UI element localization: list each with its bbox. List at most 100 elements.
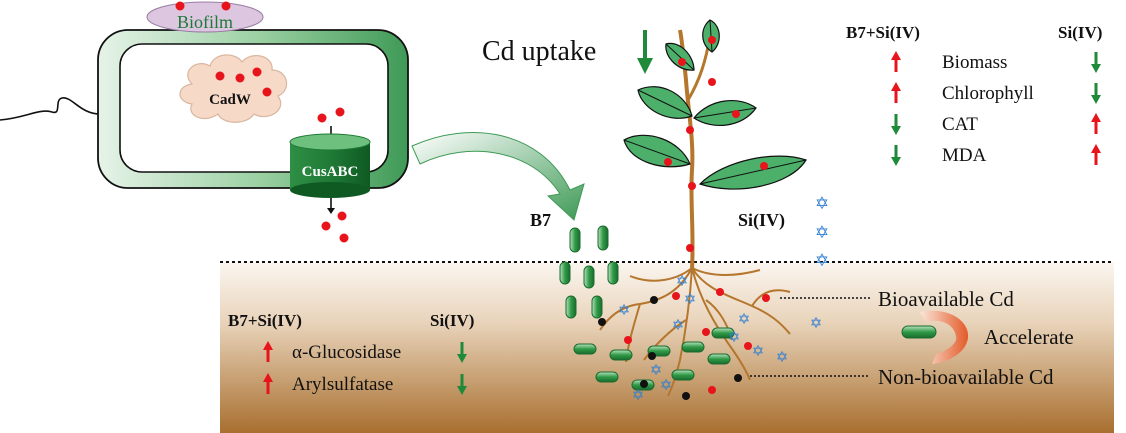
cd-dot bbox=[262, 87, 272, 97]
bacteria-rod bbox=[711, 327, 735, 339]
leaf bbox=[665, 42, 695, 71]
plant-indicator-label: Chlorophyll bbox=[942, 83, 1034, 104]
non-bioavailable-dot bbox=[682, 392, 690, 400]
cd-dot bbox=[337, 211, 347, 221]
cusabc-label: CusABC bbox=[302, 164, 359, 180]
row-right-up-arrow-icon bbox=[1091, 113, 1101, 134]
leaf bbox=[698, 155, 807, 190]
b7-label: B7 bbox=[530, 210, 551, 230]
cd-dot bbox=[744, 342, 752, 350]
cd-dot bbox=[624, 336, 632, 344]
bacteria-rod bbox=[707, 353, 731, 365]
bacteria-rod bbox=[569, 227, 581, 253]
leaf bbox=[637, 86, 693, 119]
cd-dot bbox=[686, 244, 694, 252]
cd-dot bbox=[708, 36, 716, 44]
cd-dot bbox=[708, 78, 716, 86]
leaf bbox=[693, 100, 757, 126]
transfer-curved-arrow bbox=[411, 132, 585, 221]
non-bioavailable-dot bbox=[650, 296, 658, 304]
row-left-down-arrow-icon bbox=[891, 114, 901, 135]
row-left-up-arrow-icon bbox=[263, 373, 273, 394]
row-left-up-arrow-icon bbox=[263, 341, 273, 362]
si-star-icon: ✡ bbox=[752, 342, 765, 360]
cadw-cloud bbox=[179, 54, 288, 123]
cd-dot bbox=[762, 294, 770, 302]
flagellum bbox=[0, 97, 101, 121]
cd-uptake-down-arrow bbox=[637, 30, 653, 74]
cd-dot bbox=[678, 58, 686, 66]
accelerate-label: Accelerate bbox=[984, 325, 1074, 349]
cd-dot bbox=[664, 158, 672, 166]
cd-dot bbox=[716, 288, 724, 296]
plant-table-header-left: B7+Si(IV) bbox=[846, 23, 920, 42]
si-star-icon: ✡ bbox=[650, 361, 663, 379]
soil-enzyme-table: B7+Si(IV) Si(IV) α-GlucosidaseArylsulfat… bbox=[228, 311, 474, 395]
bacteria-rod bbox=[607, 261, 619, 285]
non-bioavailable-dot bbox=[598, 318, 606, 326]
soil-table-header-left: B7+Si(IV) bbox=[228, 311, 302, 330]
row-right-down-arrow-icon bbox=[457, 374, 467, 395]
accelerate-rod-icon bbox=[901, 325, 937, 339]
si-label: Si(IV) bbox=[738, 210, 785, 231]
cd-dot bbox=[702, 328, 710, 336]
soil-si-stars: ✡ ✡ ✡ ✡ ✡ ✡ ✡ ✡ ✡ ✡ ✡ ✡ bbox=[618, 272, 823, 404]
si-star-icon: ✡ bbox=[618, 301, 631, 319]
cd-dot bbox=[215, 71, 225, 81]
cadw-label: CadW bbox=[209, 92, 251, 108]
cusabc-transporter bbox=[289, 133, 371, 198]
cd-dot bbox=[335, 107, 345, 117]
bioavailable-cd-label: Bioavailable Cd bbox=[878, 287, 1014, 311]
bacteria-rod bbox=[591, 295, 603, 319]
cd-dot bbox=[339, 233, 349, 243]
bacteria-rod bbox=[565, 295, 577, 319]
cd-dot bbox=[321, 221, 331, 231]
si-star-icon: ✡ bbox=[660, 376, 673, 394]
bacteria-rod bbox=[597, 225, 609, 251]
cd-dot bbox=[760, 162, 768, 170]
cd-dot bbox=[708, 386, 716, 394]
si-star-icon: ✡ bbox=[810, 314, 823, 332]
row-left-down-arrow-icon bbox=[891, 145, 901, 166]
biofilm-ellipse bbox=[146, 1, 264, 33]
si-star-icon: ✡ bbox=[672, 316, 685, 334]
soil-table-header-right: Si(IV) bbox=[430, 311, 474, 330]
soil-cd-dots bbox=[624, 288, 770, 394]
bacteria-rod bbox=[609, 349, 633, 361]
row-right-up-arrow-icon bbox=[1091, 144, 1101, 165]
bacteria-rod bbox=[573, 343, 597, 355]
si-star-icon: ✡ bbox=[815, 194, 829, 214]
bacteria-rod bbox=[671, 369, 695, 381]
bacteria-rod bbox=[559, 261, 571, 285]
accelerate-curved-arrow bbox=[920, 310, 969, 364]
cd-dot bbox=[686, 126, 694, 134]
non-bioavailable-dot bbox=[734, 374, 742, 382]
si-star-icon: ✡ bbox=[815, 251, 829, 271]
soil-black-dots bbox=[598, 296, 742, 400]
leaf bbox=[702, 19, 720, 53]
si-star-icon: ✡ bbox=[632, 386, 645, 404]
plant-table-header-right: Si(IV) bbox=[1058, 23, 1102, 42]
bacteria-rod bbox=[595, 371, 619, 383]
cd-dot bbox=[235, 73, 245, 83]
plant-indicator-label: CAT bbox=[942, 114, 978, 135]
si-star-icon: ✡ bbox=[676, 272, 689, 290]
cd-dot bbox=[672, 292, 680, 300]
leaf bbox=[623, 134, 691, 168]
soil-enzyme-label: Arylsulfatase bbox=[292, 374, 393, 395]
row-left-up-arrow-icon bbox=[891, 51, 901, 72]
cd-dot bbox=[688, 182, 696, 190]
row-right-down-arrow-icon bbox=[1091, 52, 1101, 73]
si-star-icon: ✡ bbox=[684, 290, 697, 308]
plant-indicator-label: MDA bbox=[942, 145, 987, 166]
row-left-up-arrow-icon bbox=[891, 82, 901, 103]
plant-indicator-label: Biomass bbox=[942, 52, 1007, 73]
row-right-down-arrow-icon bbox=[457, 342, 467, 363]
plant-roots bbox=[599, 267, 791, 397]
efflux-arrowhead bbox=[327, 208, 335, 214]
soil-bacteria bbox=[559, 261, 735, 391]
cd-dot bbox=[732, 110, 740, 118]
bacteria-rod bbox=[681, 341, 705, 353]
